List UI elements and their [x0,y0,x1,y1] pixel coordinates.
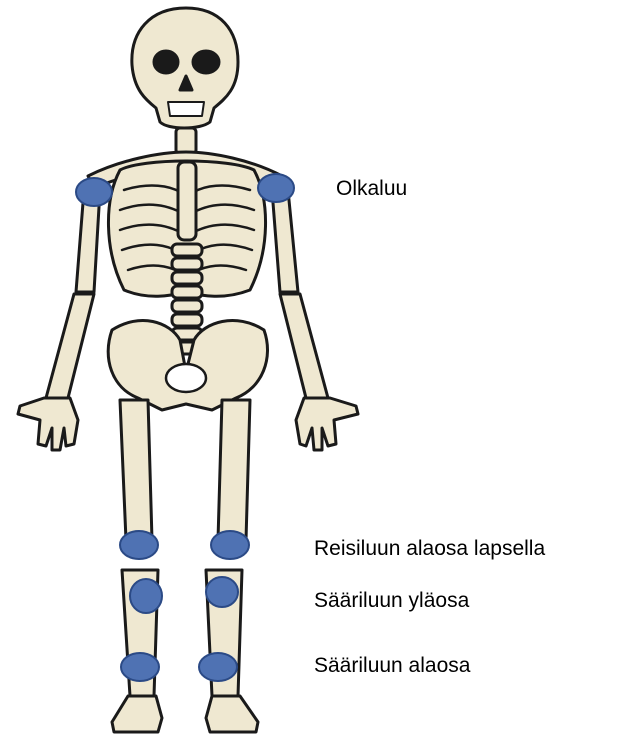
sternum [178,162,196,240]
label-tibia-upper: Sääriluun yläosa [314,589,469,613]
right-hand [296,398,358,450]
pelvic-opening [166,364,206,392]
left-eye-socket [154,51,178,73]
label-femur-lower-child: Reisiluun alaosa lapsella [314,537,545,561]
marker-right-tibia-upper [206,577,238,607]
marker-right-shoulder [258,174,294,202]
marker-right-tibia-lower [199,653,237,681]
left-forearm [46,294,94,398]
jaw-teeth [168,102,204,116]
left-hand [18,398,78,450]
right-forearm [280,294,328,398]
right-upper-arm [272,190,298,292]
right-femur [218,400,250,540]
neck-vertebrae [176,128,196,154]
marker-left-tibia-upper [130,579,162,613]
marker-left-tibia-lower [121,653,159,681]
right-foot [206,696,258,732]
marker-left-femur-lower [120,531,158,559]
skeleton-figure [18,8,358,732]
left-femur [120,400,152,540]
label-tibia-lower: Sääriluun alaosa [314,654,470,678]
right-eye-socket [193,51,219,73]
marker-right-femur-lower [211,531,249,559]
marker-left-shoulder [76,178,112,206]
label-shoulder: Olkaluu [336,177,407,201]
left-foot [112,696,162,732]
